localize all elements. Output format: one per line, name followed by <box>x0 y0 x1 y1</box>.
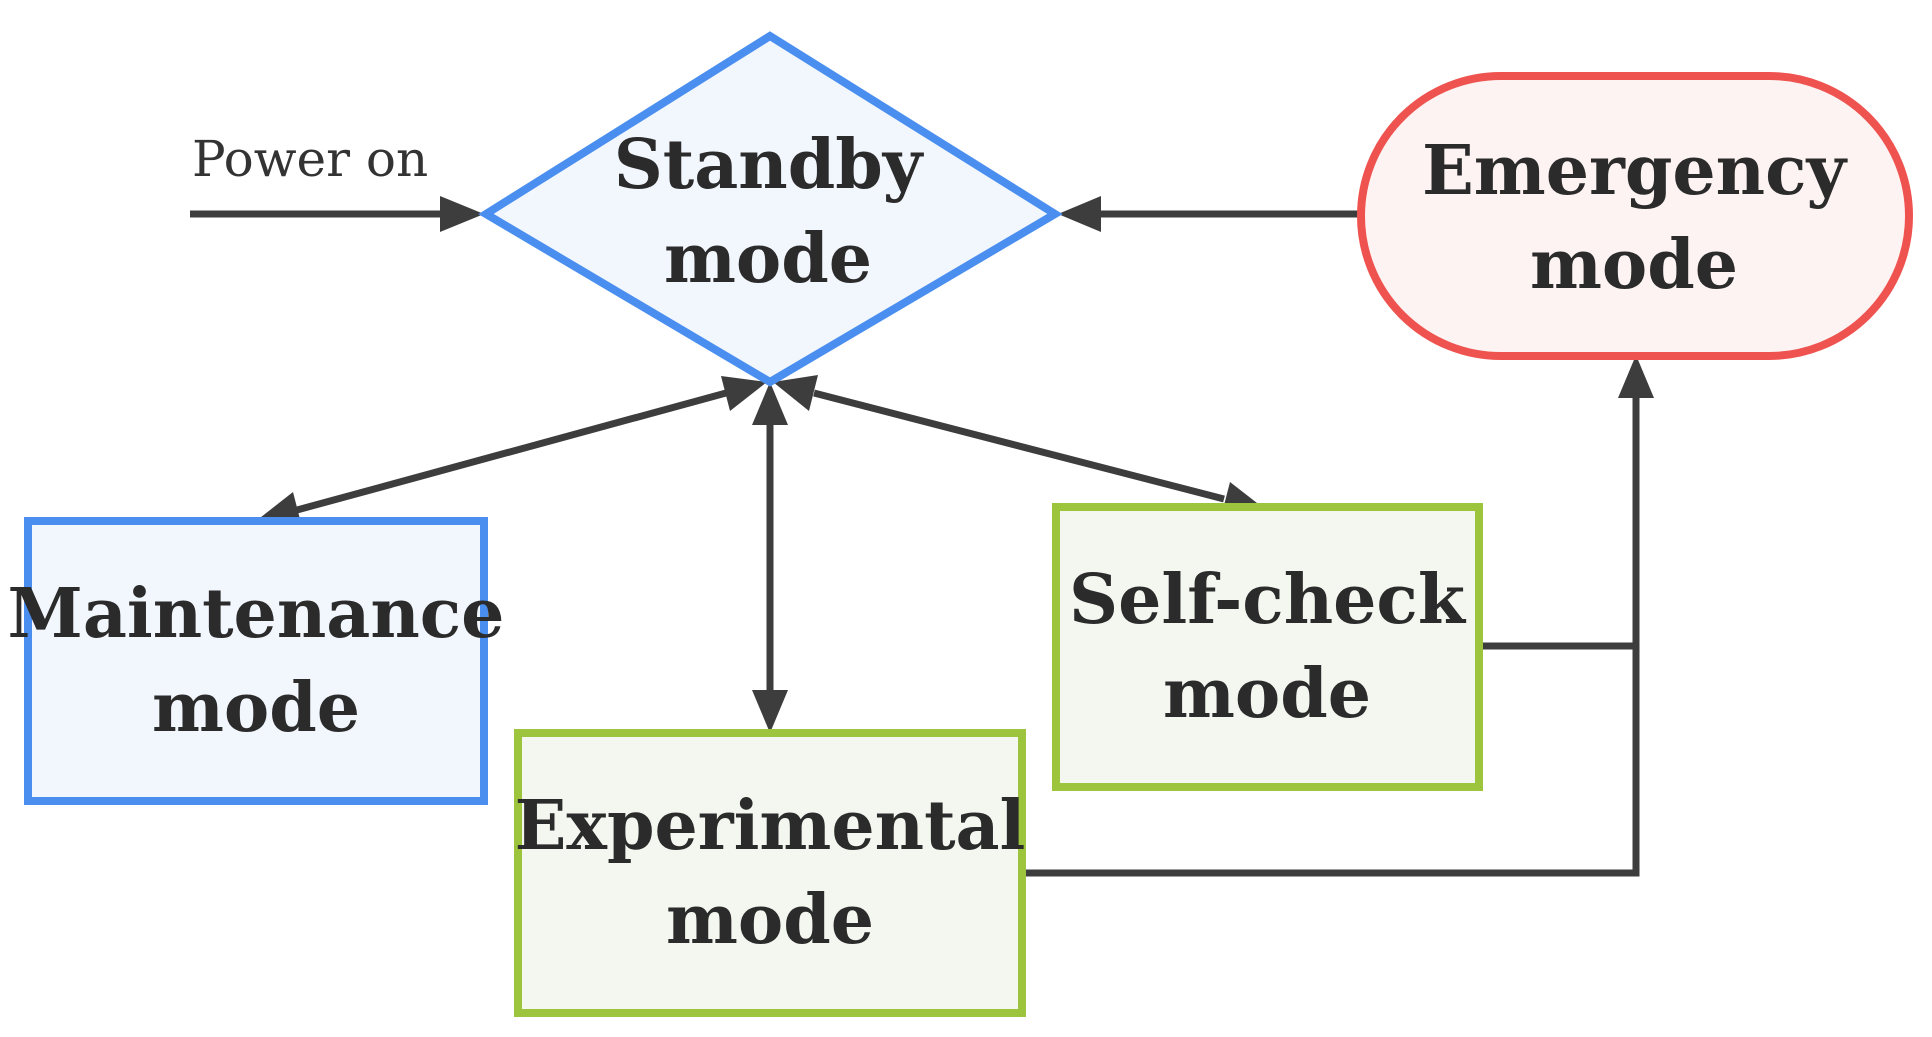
standby-selfcheck-arrow <box>813 389 1225 503</box>
standby-diamond <box>478 31 1063 387</box>
to-emergency-arrowhead <box>1618 355 1654 398</box>
experimental-label-line2: mode <box>666 880 874 960</box>
standby-experimental-arrowhead-end <box>752 690 788 733</box>
experimental-box <box>514 729 1026 1017</box>
emergency-label-line1: Emergency <box>1422 131 1849 211</box>
selfcheck-label-line2: mode <box>1163 654 1371 734</box>
maintenance-label-line1: Maintenance <box>8 574 505 654</box>
power-on-arrowhead <box>440 196 484 232</box>
standby-maintenance-arrow <box>296 389 727 514</box>
standby-label-line1: Standby <box>614 125 925 205</box>
emergency-pill <box>1357 72 1913 360</box>
standby-maintenance-arrowhead-start <box>721 376 767 411</box>
selfcheck-node[interactable]: Self-check mode <box>1052 503 1483 791</box>
standby-node[interactable]: Standby mode <box>478 31 1063 387</box>
power-on-label: Power on <box>192 130 428 188</box>
experimental-node[interactable]: Experimental mode <box>514 729 1026 1017</box>
experimental-label-line1: Experimental <box>515 786 1026 866</box>
maintenance-label-line2: mode <box>152 668 360 748</box>
emergency-to-standby-arrowhead <box>1058 196 1101 232</box>
maintenance-node[interactable]: Maintenance mode <box>8 517 505 805</box>
selfcheck-box <box>1052 503 1483 791</box>
standby-selfcheck-arrowhead-start <box>773 375 818 411</box>
standby-experimental-arrowhead-start <box>752 382 788 425</box>
emergency-label-line2: mode <box>1530 225 1738 305</box>
experimental-to-emergency-connector <box>1022 398 1640 877</box>
maintenance-box <box>24 517 488 805</box>
standby-label-line2: mode <box>664 219 872 299</box>
emergency-node[interactable]: Emergency mode <box>1357 72 1913 360</box>
selfcheck-label-line1: Self-check <box>1069 560 1467 640</box>
